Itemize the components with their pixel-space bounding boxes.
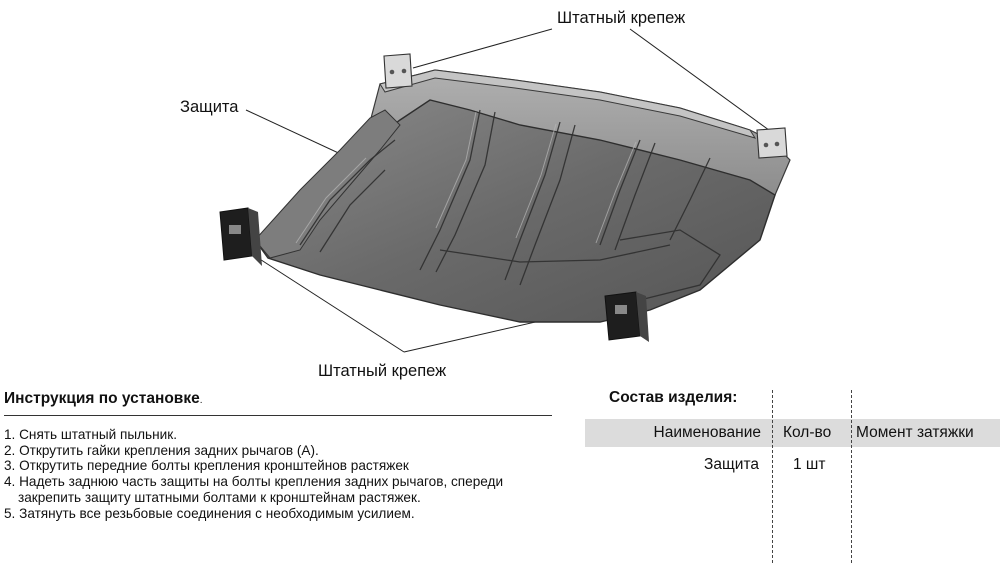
instructions-title-suffix: . — [199, 395, 203, 406]
row-item-name: Защита — [704, 456, 759, 473]
skid-plate-body — [254, 69, 791, 323]
instruction-step: 4. Надеть заднюю часть защиты на болты к… — [4, 474, 504, 505]
rear-right-bracket — [756, 127, 788, 159]
callout-standard-fastener-bottom: Штатный крепеж — [318, 362, 447, 380]
composition-title: Состав изделия: — [609, 389, 738, 406]
instruction-step: 1. Снять штатный пыльник. — [4, 427, 177, 442]
instructions-divider — [4, 415, 552, 416]
instructions-title: Инструкция по установке. — [4, 390, 552, 408]
composition-table-header — [585, 419, 1000, 447]
skid-plate-illustration — [219, 28, 791, 353]
callout-standard-fastener-top: Штатный крепеж — [557, 9, 686, 27]
column-header-torque: Момент затяжки — [856, 424, 974, 441]
instruction-step: 3. Открутить передние болты крепления кр… — [4, 458, 409, 474]
column-header-qty: Кол-во — [783, 424, 832, 441]
front-left-bracket — [219, 207, 262, 266]
leader-lines — [245, 28, 774, 353]
column-header-name: Наименование — [653, 424, 761, 441]
installation-instructions: Инструкция по установке. 1. Снять штатны… — [4, 390, 552, 521]
column-divider — [772, 390, 773, 563]
product-composition: Состав изделия: Наименование Кол-во Моме… — [585, 386, 1000, 563]
instructions-steps: 1. Снять штатный пыльник. 2. Открутить г… — [4, 427, 552, 521]
instruction-step: 2. Открутить гайки крепления задних рыча… — [4, 442, 319, 458]
instruction-step: 5. Затянуть все резьбовые соединения с н… — [4, 505, 415, 521]
column-divider — [851, 390, 852, 563]
instructions-title-text: Инструкция по установке — [4, 390, 200, 407]
rear-left-bracket — [383, 53, 413, 89]
callout-guard: Защита — [180, 98, 239, 116]
row-item-qty: 1 шт — [793, 456, 826, 473]
front-right-bracket — [604, 291, 649, 342]
